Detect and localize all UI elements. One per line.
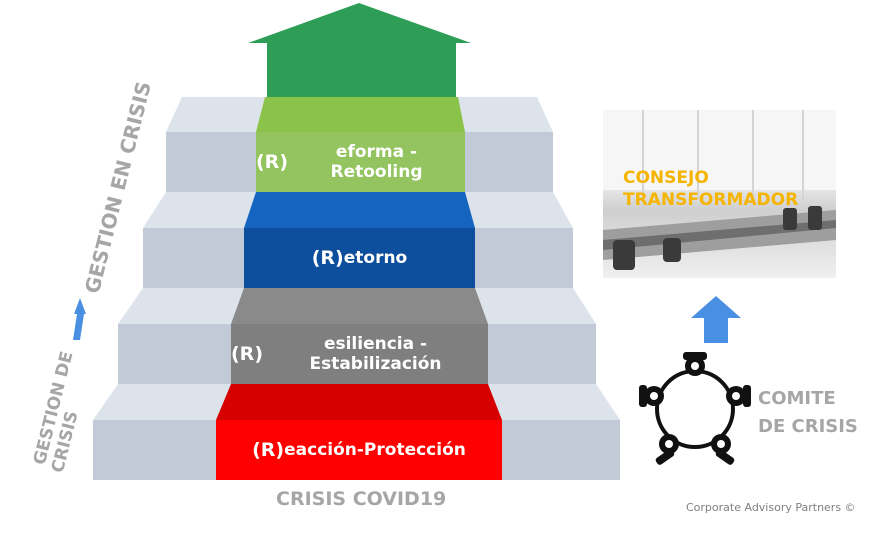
- step-reaccion-label: (R)eacción-Protección: [216, 435, 502, 465]
- step-reforma-lead: (R): [256, 151, 288, 173]
- meeting-table-icon: [639, 352, 751, 465]
- resiliencia-top-face: [231, 288, 488, 324]
- retorno-top-face: [244, 192, 475, 228]
- right-blue-arrow: [691, 296, 741, 343]
- step-resiliencia-lead: (R): [231, 343, 263, 365]
- reaccion-front: [216, 420, 502, 480]
- step-reaccion-lead: (R): [252, 439, 285, 461]
- top-green-arrow: [248, 3, 471, 97]
- step-reaccion-text: eacción-Protección: [284, 440, 466, 460]
- step-retorno-text: etorno: [343, 248, 408, 268]
- comite-line2: DE CRISIS: [758, 416, 858, 437]
- comite-line1: COMITE: [758, 388, 836, 409]
- step-reforma-label: (R) eforma - Retooling: [256, 142, 465, 182]
- reaccion-top-face: [216, 384, 502, 420]
- left-blue-arrow: [73, 298, 86, 340]
- comite-label: COMITE DE CRISIS: [758, 385, 858, 441]
- step-reforma-text: eforma - Retooling: [330, 142, 423, 182]
- step-resiliencia-text: esiliencia - Estabilización: [309, 334, 442, 374]
- step-resiliencia-label: (R) esiliencia - Estabilización: [231, 334, 488, 374]
- consejo-line1: CONSEJO: [623, 168, 709, 188]
- resiliencia-front: [231, 324, 488, 384]
- step-retorno-lead: (R): [311, 247, 344, 269]
- reforma-top-face: [256, 97, 465, 132]
- consejo-line2: TRANSFORMADOR: [623, 190, 799, 210]
- consejo-transformador-text: CONSEJO TRANSFORMADOR: [623, 167, 798, 211]
- retorno-front: [244, 228, 475, 288]
- boardroom-illustration: [603, 110, 836, 270]
- copyright-text: Corporate Advisory Partners ©: [686, 501, 856, 514]
- reforma-front: [256, 132, 465, 192]
- step-retorno-label: (R)etorno: [244, 243, 475, 273]
- base-label: CRISIS COVID19: [276, 488, 447, 510]
- boardroom-photo: CONSEJO TRANSFORMADOR: [603, 110, 836, 278]
